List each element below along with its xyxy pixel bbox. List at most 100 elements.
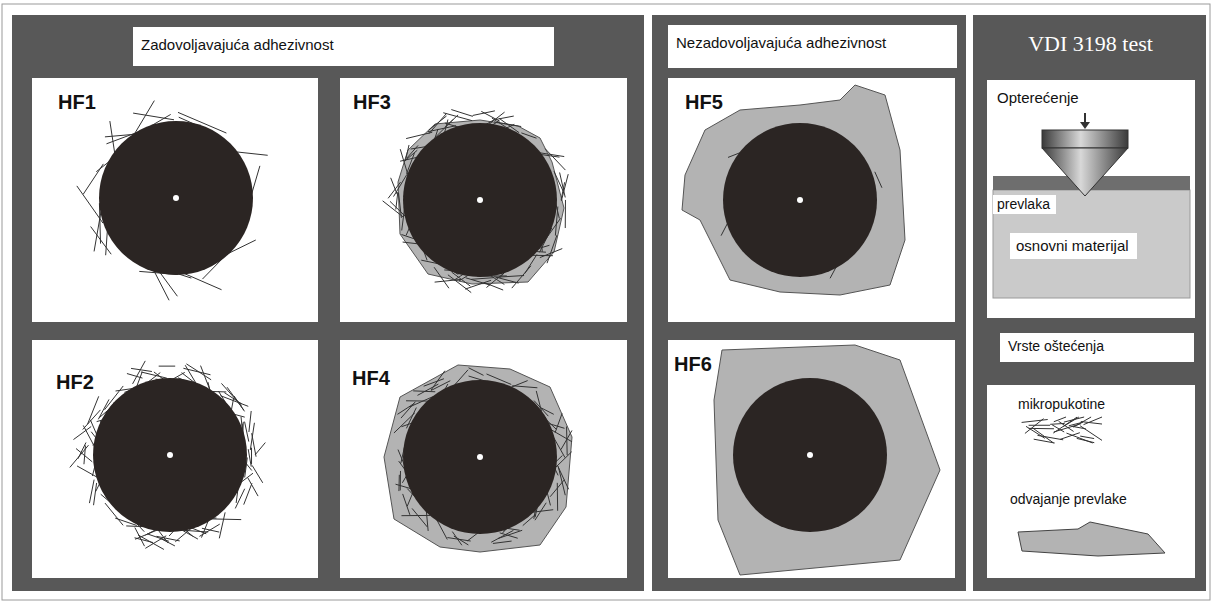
crack-line	[135, 538, 154, 543]
section-heading: Vrste oštećenja	[1008, 338, 1186, 355]
crack-line	[561, 430, 572, 449]
indenter-cone	[1042, 148, 1128, 196]
crack-line	[396, 192, 398, 209]
panel-title: VDI 3198 test	[973, 31, 1208, 57]
crack-line	[1033, 428, 1053, 443]
crack-line	[561, 174, 568, 201]
crack-line	[248, 449, 251, 466]
indenter-shank	[1042, 130, 1128, 148]
crack-line	[473, 111, 495, 116]
indent-circle	[403, 123, 557, 277]
hf-panel: HF4	[340, 340, 629, 578]
class-label: HF6	[674, 352, 957, 376]
crack-line	[1072, 426, 1086, 429]
crack-line	[255, 443, 265, 455]
panel-heading: Nezadovoljavajuća adhezivnost	[676, 34, 949, 52]
hf-box	[668, 340, 955, 578]
crack-line	[244, 483, 252, 504]
crack-line	[1084, 417, 1102, 425]
delamination-sample	[1018, 522, 1165, 556]
unsatisfactory-panel	[652, 15, 966, 591]
centre-dot	[477, 454, 483, 460]
crack-line	[875, 172, 882, 188]
indent-circle	[723, 123, 877, 277]
delamination-area	[714, 345, 940, 575]
load-label: Opterećenje	[997, 89, 1197, 107]
crack-line	[1081, 422, 1102, 424]
hf-panel: HF2	[32, 340, 320, 578]
crack-line	[498, 530, 522, 538]
label-box: prevlaka	[993, 195, 1056, 214]
crack-line	[400, 471, 401, 490]
satisfactory-panel	[12, 15, 644, 591]
class-label: HF4	[352, 366, 629, 390]
crack-line	[398, 475, 399, 491]
crack-line	[452, 532, 462, 546]
outer-frame	[2, 4, 1210, 600]
delamination-area	[384, 365, 572, 552]
hf-panel: HF3	[340, 78, 629, 322]
crack-line	[84, 445, 86, 464]
class-label: HF1	[58, 90, 320, 114]
indent-circle	[733, 378, 887, 532]
crack-line	[252, 433, 256, 457]
illustration-box: Opterećenje prevlaka osnovni materijal	[987, 80, 1197, 318]
crack-line	[471, 278, 494, 280]
crack-line	[77, 186, 103, 223]
crack-line	[1053, 417, 1077, 433]
crack-line	[159, 366, 176, 367]
crack-line	[186, 364, 211, 380]
indent-circle	[99, 121, 253, 275]
hf-box	[668, 78, 955, 322]
delamination-areas	[384, 85, 940, 575]
crack-line	[558, 467, 565, 496]
legend-box	[987, 385, 1195, 578]
crack-line	[1080, 436, 1094, 438]
delamination-area	[682, 85, 905, 295]
delamination-area	[398, 120, 564, 284]
crack-line	[403, 494, 410, 515]
test-illustration	[993, 113, 1190, 298]
section-box: Vrste oštećenja	[1000, 333, 1194, 362]
crack-line	[399, 193, 402, 218]
crack-line	[252, 465, 263, 482]
label-box: osnovni materijal	[1010, 233, 1137, 259]
crack-line	[1050, 423, 1065, 425]
crack-line	[211, 518, 242, 520]
legend-label: odvajanje prevlake	[1010, 491, 1127, 507]
crack-line	[540, 249, 562, 258]
crack-line	[1022, 420, 1048, 423]
hf-panel: HF5	[668, 78, 957, 322]
crack-line	[88, 396, 99, 424]
crack-line	[251, 448, 252, 465]
crack-line	[1025, 419, 1044, 434]
crack-line	[451, 110, 472, 117]
centre-dot	[167, 452, 173, 458]
class-label: HF3	[353, 90, 629, 114]
crack-line	[1029, 425, 1050, 426]
substrate	[993, 190, 1190, 298]
crack-line	[1029, 428, 1054, 429]
crack-line	[249, 411, 251, 432]
panel-heading: Zadovoljavajuća adhezivnost	[141, 36, 546, 54]
test-title-area: VDI 3198 testOpterećenjeprevlakaosnovni …	[973, 15, 1208, 75]
illustration-box	[987, 80, 1195, 318]
crack-line	[1054, 417, 1066, 422]
indent-circle	[403, 380, 557, 534]
crack-line	[156, 536, 179, 541]
crack-line	[1059, 421, 1074, 431]
crack-line	[493, 541, 512, 543]
crack-line	[412, 508, 427, 527]
test-panel	[973, 15, 1206, 591]
centre-dot	[173, 195, 179, 201]
crack-line	[73, 427, 91, 440]
crack-line	[401, 515, 430, 516]
class-label: HF5	[685, 90, 957, 114]
crack-line	[413, 390, 435, 392]
indent-circle	[93, 378, 247, 532]
centre-dot	[807, 452, 813, 458]
crack-line	[248, 478, 258, 496]
hf-box	[32, 78, 318, 322]
microcrack-sample	[1022, 417, 1102, 443]
hf-box	[340, 78, 627, 322]
